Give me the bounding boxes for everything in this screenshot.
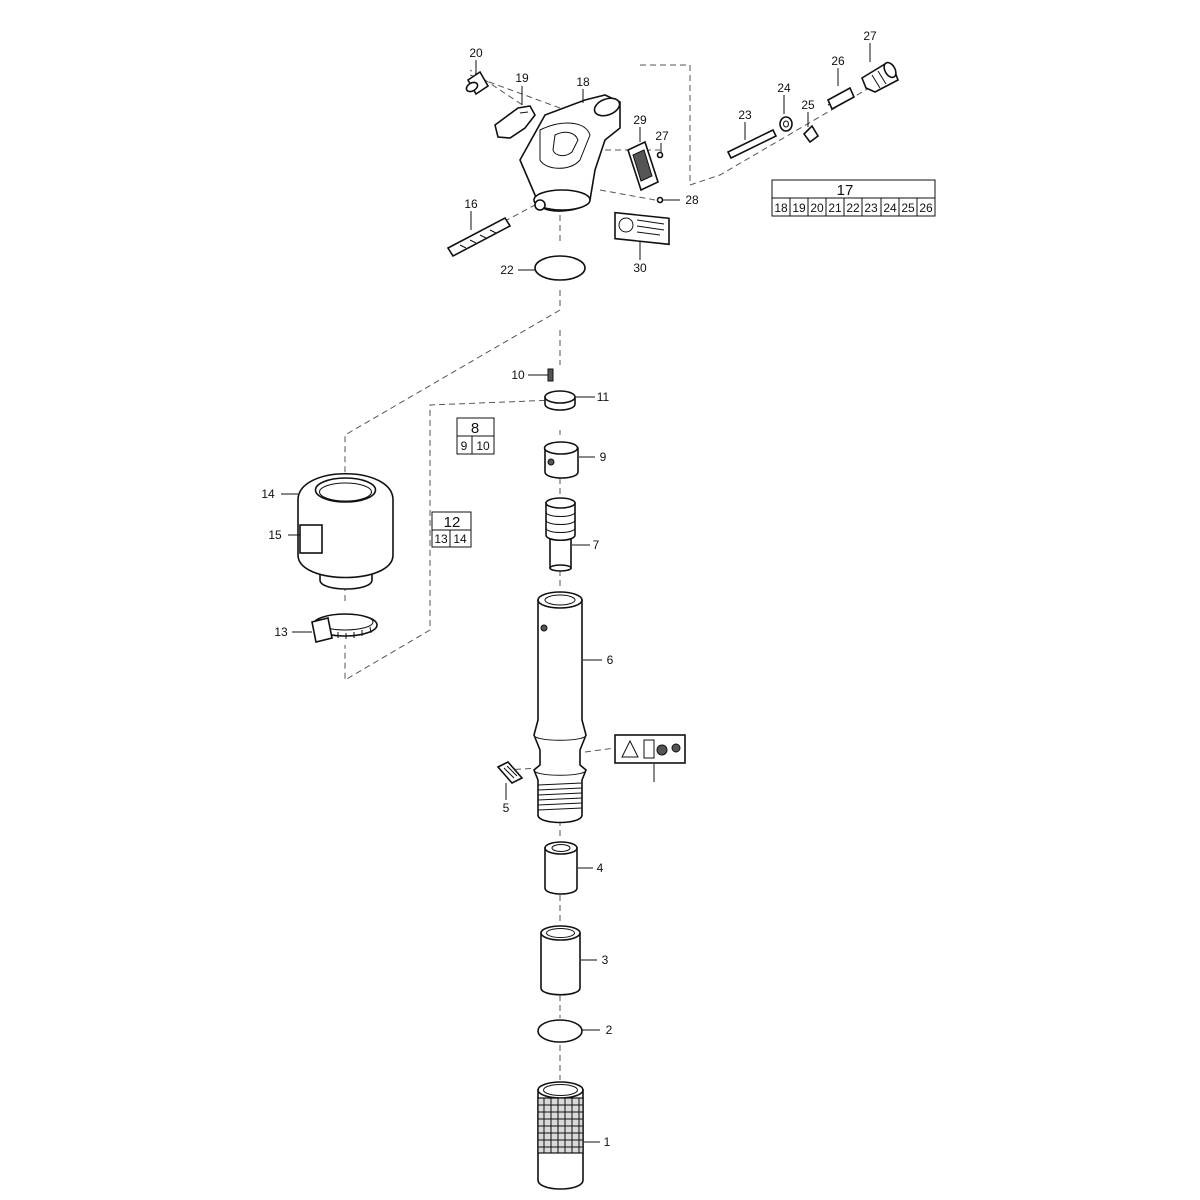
part-oring-21 xyxy=(534,255,586,281)
group-12-member: 13 xyxy=(434,532,448,546)
group-17-member: 26 xyxy=(919,201,933,215)
callout-27-top: 27 xyxy=(655,129,669,143)
callout-3: 3 xyxy=(602,953,609,967)
callout-11: 11 xyxy=(597,390,610,404)
callout-20: 20 xyxy=(469,46,483,60)
callout-29: 30 xyxy=(633,261,647,275)
part-nozzle-1 xyxy=(537,1081,584,1190)
group-12-member: 14 xyxy=(453,532,467,546)
group-17-member: 24 xyxy=(883,201,897,215)
group-17-member: 25 xyxy=(901,201,915,215)
group-table-8: 8 9 10 xyxy=(456,417,495,455)
part-bushing-23 xyxy=(779,116,793,132)
group-17-member: 23 xyxy=(864,201,878,215)
callout-7: 7 xyxy=(593,538,600,552)
callout-25: 26 xyxy=(831,54,845,68)
callout-24: 25 xyxy=(801,98,815,112)
part-screws-27 xyxy=(656,151,664,204)
part-sleeve-4 xyxy=(544,841,578,895)
callout-2: 2 xyxy=(606,1023,613,1037)
part-collar-9 xyxy=(543,441,579,479)
group-table-17: 17 18 19 20 21 22 23 24 25 26 xyxy=(771,179,936,217)
group-8-member: 9 xyxy=(461,439,468,453)
group-17-member: 18 xyxy=(774,201,788,215)
part-sleeve-3 xyxy=(540,925,581,996)
group-8-member: 10 xyxy=(476,439,490,453)
callout-6: 6 xyxy=(607,653,614,667)
group-table-12: 12 13 14 xyxy=(431,511,472,548)
group-17-header: 17 xyxy=(837,182,854,199)
callout-18: 18 xyxy=(576,75,590,89)
callout-15: 15 xyxy=(268,528,282,542)
callout-13: 13 xyxy=(274,625,288,639)
callout-22: 23 xyxy=(738,108,752,122)
part-rod-22 xyxy=(726,128,778,160)
part-spring-25 xyxy=(826,86,856,111)
part-muffler-label-15 xyxy=(299,524,323,554)
callout-1: 1 xyxy=(604,1135,611,1149)
part-label-30 xyxy=(614,734,686,764)
part-handle-housing-18 xyxy=(519,94,621,212)
part-pin-10 xyxy=(547,368,554,382)
callout-26: 27 xyxy=(863,29,877,43)
callout-23: 24 xyxy=(777,81,791,95)
callout-16: 16 xyxy=(464,197,478,211)
part-valve-stem-7 xyxy=(545,497,576,572)
callout-19: 19 xyxy=(515,71,529,85)
part-clamp-13 xyxy=(311,613,378,643)
callout-28: 29 xyxy=(633,113,647,127)
callout-14: 14 xyxy=(261,487,275,501)
part-valve-24 xyxy=(802,124,820,144)
part-lever-19 xyxy=(494,105,536,139)
part-pin-20 xyxy=(465,70,490,96)
callout-5: 5 xyxy=(503,801,510,815)
group-17-member: 21 xyxy=(828,201,842,215)
part-body-6 xyxy=(533,591,587,824)
part-label-29 xyxy=(614,211,670,246)
callout-9: 9 xyxy=(600,450,607,464)
part-disc-11 xyxy=(544,390,576,411)
part-oring-2 xyxy=(537,1019,583,1043)
part-fitting-26 xyxy=(861,61,899,93)
part-tag-5 xyxy=(496,761,524,784)
callout-labels: 20 19 18 29 27 28 23 24 25 26 27 16 30 2… xyxy=(261,29,877,1149)
leader-lines xyxy=(281,43,871,1143)
part-rod-16 xyxy=(446,216,512,258)
callout-10: 10 xyxy=(511,368,525,382)
callout-27-bottom: 28 xyxy=(685,193,699,207)
callout-4: 4 xyxy=(597,861,604,875)
group-17-member: 20 xyxy=(810,201,824,215)
group-8-header: 8 xyxy=(471,420,479,437)
group-12-header: 12 xyxy=(444,514,461,531)
part-plate-28 xyxy=(627,140,659,192)
group-17-member: 22 xyxy=(846,201,860,215)
group-17-member: 19 xyxy=(792,201,806,215)
callout-21: 22 xyxy=(500,263,514,277)
